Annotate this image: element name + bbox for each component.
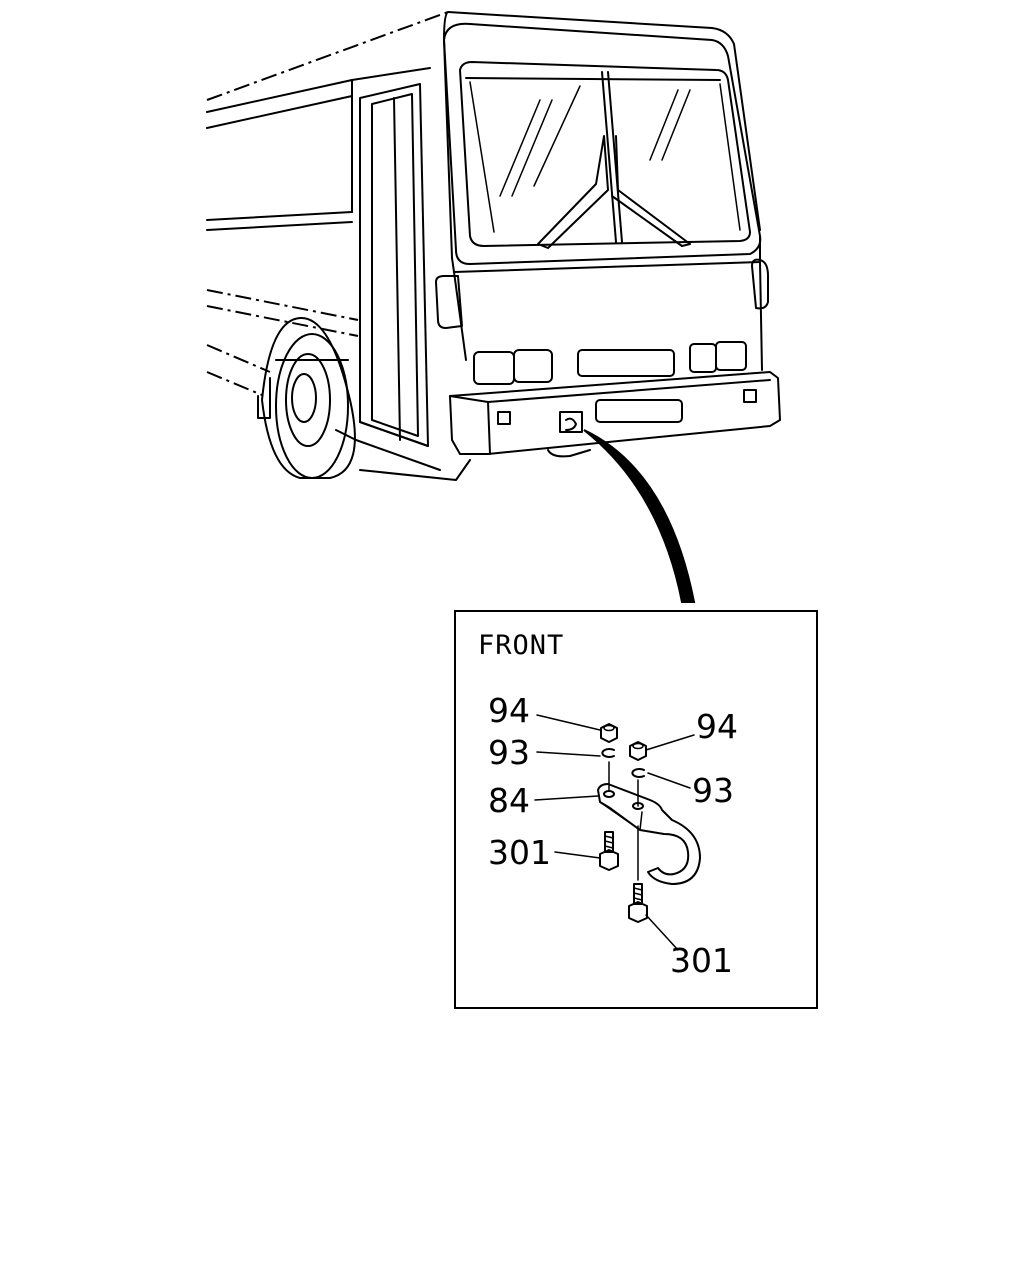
passenger-door	[359, 83, 429, 447]
detail-inset: FRONT	[454, 610, 818, 1009]
nut-left	[600, 723, 618, 743]
leader-lines	[534, 714, 695, 951]
callout-301-right: 301	[670, 941, 733, 980]
wipers	[537, 135, 691, 249]
front-bumper	[449, 371, 781, 455]
front-wheel	[261, 316, 356, 479]
callout-84: 84	[488, 781, 530, 820]
tow-hook-assembly	[597, 723, 701, 923]
callout-93-left: 93	[488, 733, 530, 772]
tow-hook	[597, 783, 701, 885]
headlamps	[473, 341, 747, 385]
bolt-left	[599, 831, 619, 871]
windshield	[459, 61, 751, 247]
callout-93-right: 93	[692, 771, 734, 810]
callout-94-right: 94	[696, 707, 738, 746]
callout-94-left: 94	[488, 691, 530, 730]
tow-hook-location	[559, 411, 583, 433]
detail-pointer	[583, 429, 696, 603]
callout-301-left: 301	[488, 833, 551, 872]
nut-right	[629, 741, 647, 761]
bus-illustration	[206, 11, 781, 481]
washer-left	[601, 748, 615, 758]
washer-right	[631, 768, 645, 778]
bolt-right	[628, 825, 648, 923]
view-label: FRONT	[478, 630, 564, 661]
